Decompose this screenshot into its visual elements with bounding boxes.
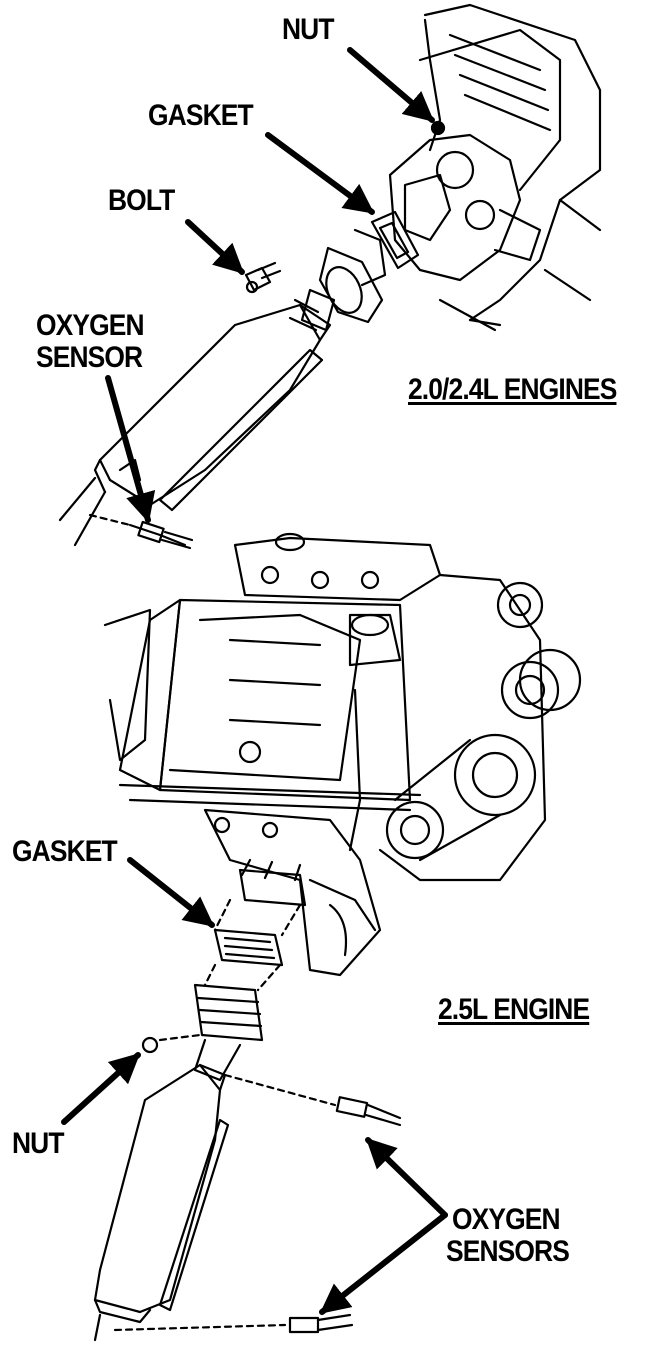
label-gasket-bottom: GASKET	[12, 835, 118, 868]
lower-gasket	[213, 858, 307, 967]
label-oxygen-sensor-line1: OXYGEN	[36, 309, 145, 342]
label-nut-top: NUT	[282, 13, 334, 46]
arrow-nut-bottom	[61, 1052, 141, 1125]
label-gasket-top: GASKET	[148, 99, 254, 132]
label-oxygen-sensors-line2: SENSORS	[446, 1235, 570, 1268]
label-oxygen-sensor-line2: SENSOR	[36, 341, 143, 374]
label-engine-2-0-2-4: 2.0/2.4L ENGINES	[408, 373, 617, 406]
upper-engine-block	[388, 3, 602, 332]
arrow-gasket-bottom	[127, 857, 215, 928]
arrow-oxygen-sensor-lower	[319, 1212, 448, 1315]
lower-engine-block	[103, 532, 582, 977]
arrow-oxygen-sensor-upper	[365, 1137, 448, 1218]
upper-gasket	[353, 210, 420, 287]
upper-oxygen-sensor	[88, 513, 194, 550]
arrow-bolt	[185, 219, 245, 275]
arrow-nut-top	[347, 47, 435, 123]
lower-catalytic-converter	[93, 1063, 230, 1342]
label-oxygen-sensors-line1: OXYGEN	[452, 1203, 561, 1236]
label-bolt: BOLT	[108, 184, 175, 217]
lower-pipe	[141, 963, 282, 1082]
lower-oxygen-sensors	[113, 1073, 402, 1334]
label-nut-bottom: NUT	[12, 1127, 64, 1160]
upper-pipe	[288, 246, 384, 332]
upper-bolt	[244, 261, 282, 294]
arrow-oxygen-sensor	[105, 375, 156, 523]
arrow-gasket-top	[265, 132, 375, 215]
label-engine-2-5: 2.5L ENGINE	[438, 993, 590, 1026]
